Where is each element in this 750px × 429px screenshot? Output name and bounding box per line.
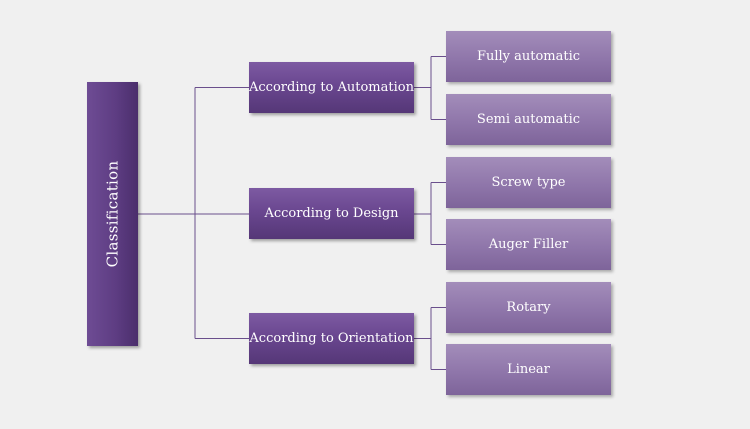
leaf-node-auger-filler: Auger Filler <box>446 219 611 270</box>
leaf-label: Rotary <box>506 300 551 315</box>
leaf-node-screw-type: Screw type <box>446 157 611 208</box>
leaf-node-linear: Linear <box>446 344 611 395</box>
category-label: According to Orientation <box>249 331 414 346</box>
leaf-node-rotary: Rotary <box>446 282 611 333</box>
leaf-label: Fully automatic <box>476 49 581 64</box>
category-node-automation: According to Automation <box>249 62 414 113</box>
design-connector <box>414 182 446 245</box>
leaf-label: Linear <box>507 362 550 377</box>
category-label: According to Design <box>264 206 399 221</box>
orientation-connector <box>414 307 446 370</box>
category-node-orientation: According to Orientation <box>249 313 414 364</box>
automation-connector <box>414 56 446 120</box>
root-label: Classification <box>103 160 122 268</box>
leaf-node-semi-automatic: Semi automatic <box>446 94 611 145</box>
root-node-classification: Classification <box>87 82 138 346</box>
leaf-label: Auger Filler <box>488 237 569 252</box>
leaf-node-fully-automatic: Fully automatic <box>446 31 611 82</box>
leaf-label: Semi automatic <box>476 112 581 127</box>
category-node-design: According to Design <box>249 188 414 239</box>
category-label: According to Automation <box>249 80 414 95</box>
leaf-label: Screw type <box>491 175 566 190</box>
